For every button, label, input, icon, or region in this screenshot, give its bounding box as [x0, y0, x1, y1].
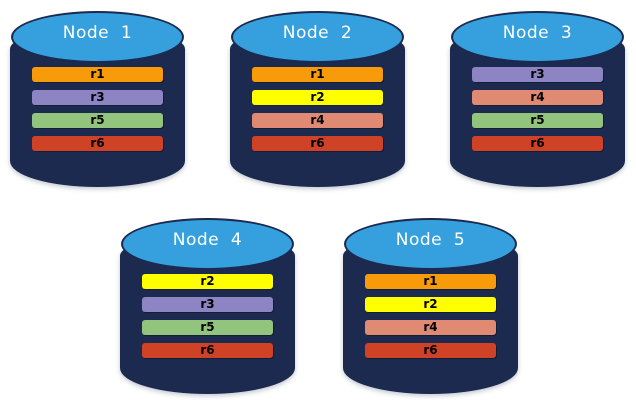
cylinder-top-ellipse-icon	[121, 218, 294, 270]
replica-bar[interactable]: r6	[365, 343, 496, 358]
replica-bar[interactable]: r5	[32, 113, 163, 128]
replica-list: r3 r4 r5 r6	[472, 67, 603, 151]
database-node-5[interactable]: Node 5 r1 r2 r4 r6	[343, 212, 518, 402]
replica-bar[interactable]: r1	[252, 67, 383, 82]
replica-label: r3	[530, 67, 545, 81]
replica-label: r2	[310, 90, 325, 104]
replica-bar[interactable]: r3	[142, 297, 273, 312]
replica-label: r1	[90, 67, 105, 81]
replica-label: r3	[90, 90, 105, 104]
replica-list: r1 r2 r4 r6	[365, 274, 496, 358]
replica-label: r5	[200, 320, 215, 334]
replica-bar[interactable]: r2	[252, 90, 383, 105]
replica-bar[interactable]: r1	[32, 67, 163, 82]
replica-label: r2	[200, 274, 215, 288]
replica-bar[interactable]: r6	[472, 136, 603, 151]
replica-label: r6	[310, 136, 325, 150]
database-node-1[interactable]: Node 1 r1 r3 r5 r6	[10, 5, 185, 195]
cylinder-top-ellipse-icon	[11, 11, 184, 63]
replica-bar[interactable]: r4	[472, 90, 603, 105]
replica-list: r2 r3 r5 r6	[142, 274, 273, 358]
database-node-2[interactable]: Node 2 r1 r2 r4 r6	[230, 5, 405, 195]
replica-list: r1 r3 r5 r6	[32, 67, 163, 151]
replica-label: r3	[200, 297, 215, 311]
database-node-4[interactable]: Node 4 r2 r3 r5 r6	[120, 212, 295, 402]
replica-bar[interactable]: r4	[365, 320, 496, 335]
replica-label: r4	[423, 320, 438, 334]
cylinder-top-ellipse-icon	[231, 11, 404, 63]
replica-bar[interactable]: r3	[472, 67, 603, 82]
replica-bar[interactable]: r4	[252, 113, 383, 128]
replica-label: r6	[423, 343, 438, 357]
replica-label: r6	[530, 136, 545, 150]
replica-bar[interactable]: r2	[142, 274, 273, 289]
replica-label: r6	[200, 343, 215, 357]
replica-list: r1 r2 r4 r6	[252, 67, 383, 151]
node-label: Node 4	[172, 230, 243, 250]
replica-label: r1	[423, 274, 438, 288]
replica-bar[interactable]: r5	[472, 113, 603, 128]
replica-label: r6	[90, 136, 105, 150]
node-label: Node 2	[282, 23, 353, 43]
cylinder-top-ellipse-icon	[344, 218, 517, 270]
database-node-3[interactable]: Node 3 r3 r4 r5 r6	[450, 5, 625, 195]
replica-bar[interactable]: r2	[365, 297, 496, 312]
node-label: Node 3	[502, 23, 573, 43]
replica-bar[interactable]: r6	[252, 136, 383, 151]
node-label: Node 5	[395, 230, 466, 250]
replica-bar[interactable]: r5	[142, 320, 273, 335]
replica-label: r5	[530, 113, 545, 127]
replica-label: r1	[310, 67, 325, 81]
cylinder-top-ellipse-icon	[451, 11, 624, 63]
node-label: Node 1	[62, 23, 133, 43]
replica-label: r4	[530, 90, 545, 104]
replica-bar[interactable]: r6	[32, 136, 163, 151]
replica-bar[interactable]: r3	[32, 90, 163, 105]
replica-bar[interactable]: r6	[142, 343, 273, 358]
replica-label: r5	[90, 113, 105, 127]
replica-bar[interactable]: r1	[365, 274, 496, 289]
replica-label: r4	[310, 113, 325, 127]
replica-label: r2	[423, 297, 438, 311]
